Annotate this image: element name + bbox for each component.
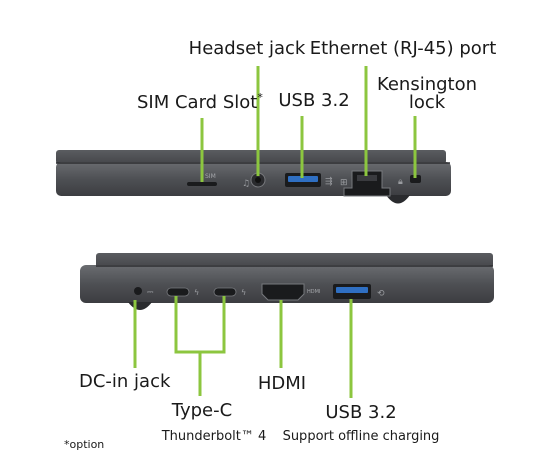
top-laptop: ♫ ⇶ ⊞ 🔒︎ — [56, 150, 451, 204]
bottom-laptop: ⎓ ϟ ϟ ⟲ — [80, 253, 494, 310]
thunderbolt-icon-1: ϟ — [194, 288, 199, 297]
dc-icon: ⎓ — [147, 287, 154, 296]
hdmi-port — [261, 283, 305, 301]
usb-symbol-icon: ⇶ — [325, 176, 333, 187]
top-laptop-foot — [386, 195, 410, 204]
label-headset-jack: Headset jack — [188, 38, 306, 59]
hdmi-engraving: HDMI — [307, 289, 320, 295]
top-callouts — [200, 66, 417, 182]
bottom-laptop-foot — [128, 302, 152, 310]
network-icon: ⊞ — [340, 178, 348, 188]
label-usb-charging-note: Support offline charging — [282, 429, 440, 444]
dc-in-jack — [134, 287, 142, 295]
lock-icon: 🔒︎ — [398, 177, 403, 187]
type-c-port-2 — [213, 287, 237, 297]
headset-icon: ♫ — [242, 179, 250, 189]
footnote: *option — [64, 438, 105, 451]
type-c-port-1 — [166, 287, 190, 297]
label-type-c: Type-C — [171, 400, 233, 421]
label-sim-asterisk: * — [257, 91, 263, 104]
sim-engraving: SIM — [205, 173, 216, 180]
kensington-lock-slot — [410, 175, 421, 183]
label-hdmi: HDMI — [257, 373, 307, 394]
callout-type-c — [174, 296, 226, 396]
label-ethernet-port: Ethernet (RJ-45) port — [309, 38, 497, 59]
label-sim-card-slot-text: SIM Card Slot — [137, 92, 258, 113]
label-dc-in-jack: DC-in jack — [79, 371, 171, 392]
charging-usb-icon: ⟲ — [377, 289, 385, 299]
top-laptop-lid — [56, 150, 446, 164]
bottom-laptop-lid — [96, 253, 493, 268]
label-thunderbolt: Thunderbolt™ 4 — [161, 429, 267, 444]
label-usb32-top: USB 3.2 — [278, 90, 350, 111]
label-usb32-bottom: USB 3.2 — [325, 402, 397, 423]
label-kensington-line1: Kensington — [376, 74, 478, 95]
bottom-callouts — [133, 296, 353, 398]
sim-card-slot — [187, 182, 217, 186]
label-kensington-line2: lock — [408, 92, 446, 113]
ethernet-port — [343, 170, 391, 197]
thunderbolt-icon-2: ϟ — [241, 288, 246, 297]
label-sim-card-slot: SIM Card Slot* — [137, 92, 263, 112]
